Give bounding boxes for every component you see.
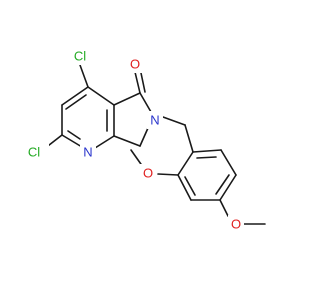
bond-c5ar-c6ar — [220, 149, 237, 176]
bond-c4-cl — [79, 64, 89, 88]
carbonyl-oxygen-atom: O — [130, 57, 140, 72]
lactam-nitrogen-atom: N — [150, 113, 159, 128]
chlorine-atom-left: Cl — [28, 145, 40, 160]
bond-n6-c7 — [139, 127, 149, 147]
bond-c5-o-double — [140, 72, 146, 93]
bonds — [43, 64, 266, 225]
methoxy-oxygen-atom-para: O — [231, 217, 241, 232]
bond-c4ar-c5ar-inner — [215, 174, 230, 195]
bond-c2ar-o1 — [157, 173, 179, 176]
bond-c2-n — [61, 134, 83, 148]
bond-c4ar-c5ar — [219, 174, 237, 201]
molecule-structure: Cl Cl O N N O O — [21, 47, 266, 233]
bond-c7-c7a — [113, 135, 141, 147]
bond-ch2-c1 — [184, 124, 194, 153]
bond-c4-c3 — [61, 86, 89, 106]
pyridine-nitrogen-atom: N — [83, 145, 92, 160]
bond-c1-c2ar — [177, 151, 194, 176]
bond-c4ar-o2 — [219, 199, 229, 217]
bond-c3a-c4 — [87, 86, 115, 106]
bond-c5-o — [134, 71, 141, 94]
bond-c2-n-inner — [67, 130, 81, 140]
bond-c6ar-c1 — [192, 149, 222, 153]
methoxy-oxygen-atom-ortho: O — [143, 166, 153, 181]
bond-n6-ch2 — [162, 116, 186, 126]
bond-c4-c3-inner — [65, 94, 87, 110]
bond-n-c7a — [94, 135, 115, 149]
bond-c2ar-c3ar — [177, 174, 192, 201]
bond-c3a-c5 — [113, 92, 141, 106]
chlorine-atom-top: Cl — [74, 49, 86, 64]
bond-c6ar-c1-inner — [196, 156, 217, 159]
bond-c5-n6 — [139, 92, 152, 113]
atom-labels: Cl Cl O N N O O — [21, 47, 244, 233]
bond-c2ar-c3ar-inner — [184, 176, 196, 196]
